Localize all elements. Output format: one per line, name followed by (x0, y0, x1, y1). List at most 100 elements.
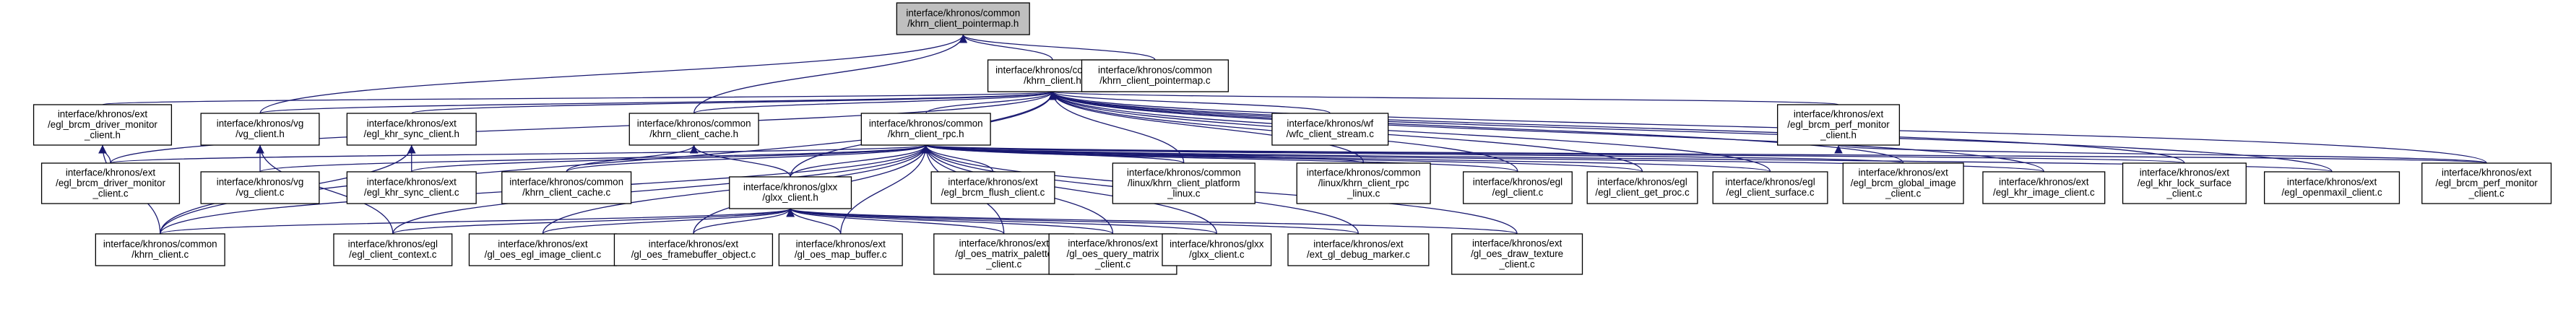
node-gl-framebuffer-c[interactable]: interface/khronos/ext/gl_oes_framebuffer… (613, 233, 774, 266)
node-box (1112, 162, 1255, 204)
node-label-line: _linux.c (1347, 188, 1380, 199)
node-egl-surface-c[interactable]: interface/khronos/egl/egl_client_surface… (1712, 171, 1828, 204)
edge-gl_debug_marker_c-to-glxx_client_h (786, 208, 1360, 235)
node-label-line: interface/khronos/egl (1725, 177, 1815, 188)
node-box (1982, 171, 2106, 204)
node-label-line: interface/khronos/ext (367, 177, 457, 188)
node-perf-mon-h[interactable]: interface/khronos/ext/egl_brcm_perf_moni… (1777, 104, 1901, 146)
node-glxx-client-h[interactable]: interface/khronos/glxx/glxx_client.h (729, 176, 852, 209)
edge-gl_map_buffer_c-to-client_rpc_h (840, 144, 930, 235)
node-label-line: interface/khronos/vg (217, 118, 304, 129)
node-glxx-client-c[interactable]: interface/khronos/glxx/glxx_client.c (1162, 233, 1272, 266)
edge-global_image_c-to-client_rpc_h (922, 144, 1904, 164)
node-drv-mon-h[interactable]: interface/khronos/ext/egl_brcm_driver_mo… (33, 104, 173, 146)
node-label-line: interface/khronos/ext (1859, 167, 1949, 178)
node-vg-client-c[interactable]: interface/khronos/vg/vg_client.c (200, 171, 320, 204)
node-gl-draw-texture-c[interactable]: interface/khronos/ext/gl_oes_draw_textur… (1451, 233, 1583, 275)
node-box (1712, 171, 1828, 204)
node-openmaxil-c[interactable]: interface/khronos/ext/egl_openmaxil_clie… (2263, 171, 2400, 204)
node-label-line: interface/khronos/ext (66, 167, 156, 178)
node-label-line: /egl_brcm_perf_monitor (1787, 119, 1890, 130)
node-label-line: _client.c (2166, 188, 2202, 199)
edge-drv_mon_c-to-client_rpc_h (110, 144, 930, 164)
edge-gl_egl_image_c-to-glxx_client_h (542, 208, 795, 235)
node-label-line: interface/khronos/common (906, 8, 1020, 19)
node-label-line: interface/khronos/ext (959, 237, 1050, 248)
edge-egl_context_c-to-vg_client_h (256, 144, 394, 235)
node-vg-client-h[interactable]: interface/khronos/vg/vg_client.h (200, 113, 320, 146)
node-client-rpc-h[interactable]: interface/khronos/common/khrn_client_rpc… (860, 113, 991, 146)
edge-vg_client_c-to-client_rpc_h (259, 144, 930, 173)
node-egl-get-proc-c[interactable]: interface/khronos/egl/egl_client_get_pro… (1586, 171, 1698, 204)
edge-openmaxil_c-to-khrn_client_h (1048, 91, 2333, 173)
edge-perf_mon_c-to-perf_mon_h (1835, 144, 2487, 164)
node-label-line: /egl_khr_lock_surface (2138, 178, 2231, 188)
node-gl-debug-marker-c[interactable]: interface/khronos/ext/ext_gl_debug_marke… (1287, 233, 1430, 266)
node-drv-mon-c[interactable]: interface/khronos/ext/egl_brcm_driver_mo… (40, 162, 181, 204)
node-label-line: interface/khronos/egl (348, 239, 438, 250)
node-label-line: _client.c (1499, 258, 1535, 269)
node-box (468, 233, 618, 266)
node-label-line: /wfc_client_stream.c (1287, 128, 1375, 139)
node-global-image-c[interactable]: interface/khronos/ext/egl_brcm_global_im… (1842, 162, 1964, 204)
node-label-line: interface/khronos/common (869, 118, 983, 129)
node-khr-sync-c[interactable]: interface/khronos/ext/egl_khr_sync_clien… (346, 171, 477, 204)
node-label-line: /egl_brcm_driver_monitor (48, 119, 157, 130)
dependency-edges (98, 34, 2487, 235)
node-label-line: /gl_oes_matrix_palette (955, 248, 1053, 259)
node-label-line: /egl_khr_sync_client.h (364, 128, 460, 139)
node-root[interactable]: interface/khronos/common/khrn_client_poi… (896, 2, 1030, 35)
node-label-line: interface/khronos/ext (1999, 177, 2089, 188)
node-khrn-client-c[interactable]: interface/khronos/common/khrn_client.c (95, 233, 225, 266)
node-box (613, 233, 774, 266)
edge-egl_context_c-to-client_rpc_h (392, 144, 930, 235)
edge-wfc_stream_c-to-khrn_client_h (1048, 91, 1331, 114)
node-label-line: /egl_khr_sync_client.c (364, 187, 459, 198)
node-gl-map-buffer-c[interactable]: interface/khronos/ext/gl_oes_map_buffer.… (778, 233, 903, 266)
node-linux-rpc-c[interactable]: interface/khronos/common/linux/khrn_clie… (1296, 162, 1431, 204)
edge-client_cache_h-to-khrn_client_h (693, 91, 1057, 114)
edge-egl_client_c-to-client_rpc_h (922, 144, 1518, 173)
edge-perf_mon_h-to-khrn_client_h (1049, 91, 1839, 105)
node-flush-c[interactable]: interface/khronos/ext/egl_brcm_flush_cli… (930, 171, 1055, 204)
edge-client_cache_c-to-client_rpc_h (566, 144, 930, 173)
file-nodes: interface/khronos/common/khrn_client_poi… (33, 2, 2552, 275)
node-label-line: /khrn_client.h (1024, 75, 1081, 86)
node-label-line: interface/khronos/ext (367, 118, 457, 129)
node-client-cache-h[interactable]: interface/khronos/common/khrn_client_cac… (628, 113, 759, 146)
node-box (2122, 162, 2247, 204)
node-wfc-stream-c[interactable]: interface/khronos/wf/wfc_client_stream.c (1271, 113, 1389, 146)
node-egl-context-c[interactable]: interface/khronos/egl/egl_client_context… (333, 233, 453, 266)
node-khr-lock-surface-c[interactable]: interface/khronos/ext/egl_khr_lock_surfa… (2122, 162, 2247, 204)
node-gl-egl-image-c[interactable]: interface/khronos/ext/gl_oes_egl_image_c… (468, 233, 618, 266)
node-label-line: /gl_oes_map_buffer.c (795, 249, 887, 260)
edge-khrn_client_h-to-root (959, 34, 1053, 61)
node-label-line: /egl_brcm_global_image (1851, 178, 1956, 188)
node-label-line: /glxx_client.c (1189, 249, 1245, 260)
node-box (1777, 104, 1901, 146)
node-label-line: interface/khronos/wf (1287, 118, 1373, 129)
node-label-line: interface/khronos/glxx (1170, 239, 1264, 250)
node-box (346, 171, 477, 204)
edge-glxx_client_h-to-client_cache_h (689, 144, 791, 178)
node-khr-sync-h[interactable]: interface/khronos/ext/egl_khr_sync_clien… (346, 113, 477, 146)
node-khrn-client-pointermap-c[interactable]: interface/khronos/common/khrn_client_poi… (1081, 59, 1229, 92)
node-box (33, 104, 173, 146)
node-egl-client-c[interactable]: interface/khronos/egl/egl_client.c (1462, 171, 1573, 204)
node-linux-platform-c[interactable]: interface/khronos/common/linux/khrn_clie… (1112, 162, 1255, 204)
node-gl-query-matrix-c[interactable]: interface/khronos/ext/gl_oes_query_matri… (1048, 233, 1177, 275)
node-label-line: /ext_gl_debug_marker.c (1307, 249, 1410, 260)
node-box (346, 113, 477, 146)
edge-khr_image_c-to-client_rpc_h (922, 144, 2044, 173)
node-box (95, 233, 225, 266)
node-box (200, 113, 320, 146)
node-perf-mon-c[interactable]: interface/khronos/ext/egl_brcm_perf_moni… (2421, 162, 2552, 204)
node-label-line: interface/khronos/ext (2442, 167, 2532, 178)
node-client-cache-c[interactable]: interface/khronos/common/khrn_client_cac… (501, 171, 632, 204)
node-khr-image-c[interactable]: interface/khronos/ext/egl_khr_image_clie… (1982, 171, 2106, 204)
node-box (860, 113, 991, 146)
edge-glxx_client_c-to-client_rpc_h (921, 144, 1217, 235)
node-label-line: interface/khronos/common (509, 177, 623, 188)
node-label-line: /vg_client.c (236, 187, 285, 198)
